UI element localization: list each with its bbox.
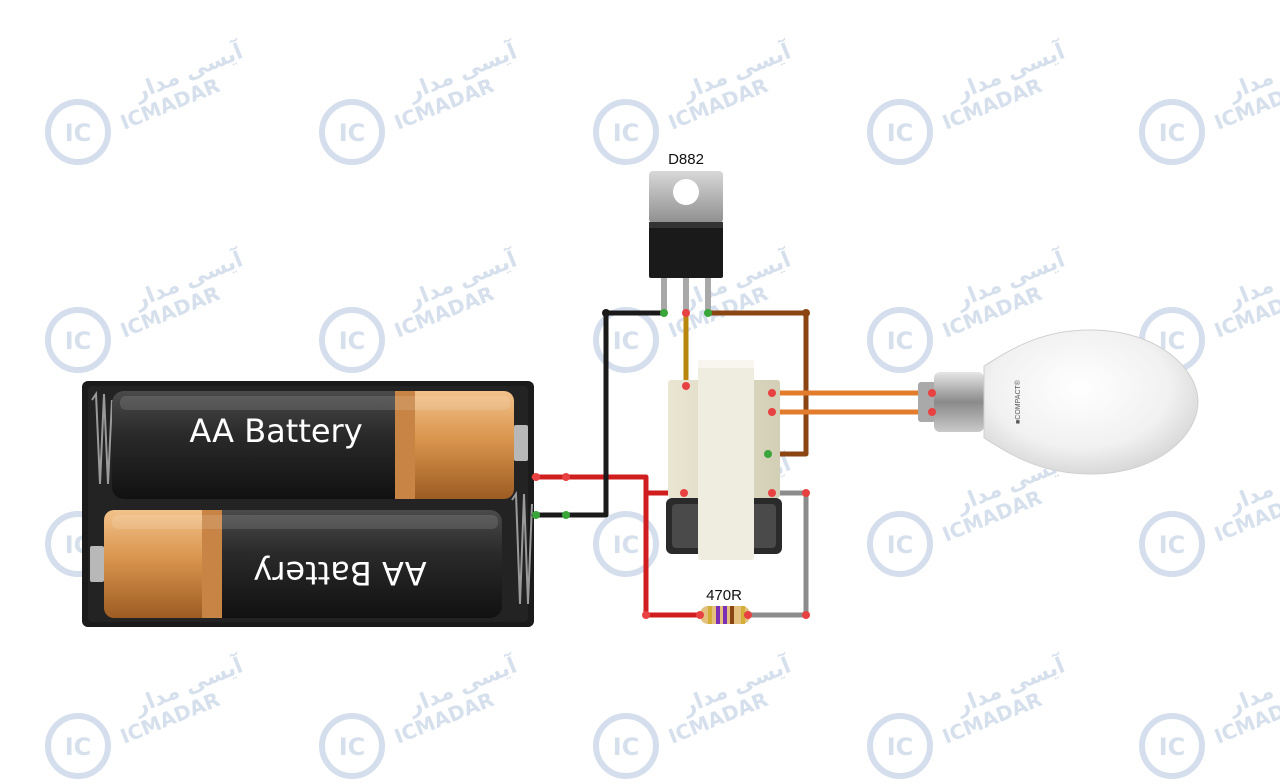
battery-bottom: AA Battery	[90, 510, 502, 618]
watermark-logo-letters: IC	[613, 327, 640, 355]
watermark-logo-ring	[319, 99, 385, 165]
watermark-logo-ring	[593, 99, 659, 165]
watermark-logo-ring	[867, 99, 933, 165]
watermark-logo-letters: IC	[1159, 733, 1186, 761]
spring-right-bottom	[511, 490, 533, 605]
watermark-logo-letters: IC	[887, 119, 914, 147]
wire-node	[602, 309, 610, 317]
wire-node	[562, 473, 570, 481]
watermark-logo-letters: IC	[887, 327, 914, 355]
resistor-label: 470R	[706, 587, 742, 604]
watermark-logo-ring	[867, 307, 933, 373]
wire-node	[768, 389, 776, 397]
wire-node	[680, 489, 688, 497]
ferrite-transformer	[666, 360, 782, 560]
wire-node	[768, 408, 776, 416]
transistor-label: D882	[668, 151, 704, 168]
resistor-470r: 470R	[700, 587, 750, 624]
wire-node	[532, 511, 540, 519]
watermark-logo-letters: IC	[613, 119, 640, 147]
watermark-logo-ring	[45, 307, 111, 373]
watermark-logo-letters: IC	[613, 733, 640, 761]
watermark-logo-ring	[45, 713, 111, 779]
watermark-logo-letters: IC	[65, 733, 92, 761]
battery-bottom-label: AA Battery	[253, 554, 426, 592]
wire-battery-positive	[531, 474, 687, 496]
watermark-logo-letters: IC	[339, 733, 366, 761]
watermark-logo-letters: IC	[887, 531, 914, 559]
watermark-logo-letters: IC	[339, 119, 366, 147]
watermark-logo-ring	[319, 307, 385, 373]
watermark-logo-ring	[593, 713, 659, 779]
wire-node	[802, 489, 810, 497]
watermark-logo-letters: IC	[339, 327, 366, 355]
spring-left-top	[91, 390, 113, 485]
wire-node	[704, 309, 712, 317]
watermark-logo-letters: IC	[65, 327, 92, 355]
wire-node	[928, 389, 936, 397]
light-bulb: ■COMPACT®	[918, 329, 1199, 475]
wire-node	[660, 309, 668, 317]
watermark-logo-ring	[867, 511, 933, 577]
wire-node	[642, 611, 650, 619]
watermark-logo-letters: IC	[1159, 531, 1186, 559]
wire-node	[928, 408, 936, 416]
battery-top-label: AA Battery	[189, 412, 362, 450]
connection-nodes	[532, 309, 936, 619]
battery-holder: AA Battery AA Battery	[82, 381, 534, 627]
wire-node	[744, 611, 752, 619]
wire-feedback	[745, 490, 809, 618]
wire-collector	[705, 310, 809, 457]
wire-node	[696, 611, 704, 619]
transistor-d882: D882	[649, 151, 723, 312]
wire-node	[802, 611, 810, 619]
watermark-logo-ring	[1139, 99, 1205, 165]
wire-node	[768, 489, 776, 497]
watermark-logo-ring	[319, 713, 385, 779]
watermark-logo-ring	[45, 99, 111, 165]
wire-node	[682, 309, 690, 317]
watermark-logo-letters: IC	[887, 733, 914, 761]
watermark-logo-ring	[867, 713, 933, 779]
wire-node	[682, 382, 690, 390]
wire-node	[532, 473, 540, 481]
bulb-brand-label: ■COMPACT®	[1014, 379, 1022, 424]
watermark-logo-ring	[1139, 511, 1205, 577]
watermark-logo-ring	[593, 511, 659, 577]
watermark-logo-ring	[593, 307, 659, 373]
battery-top: AA Battery	[112, 391, 528, 499]
watermark-logo-letters: IC	[65, 119, 92, 147]
wire-node	[764, 450, 772, 458]
wire-node	[802, 309, 810, 317]
wire-node	[562, 511, 570, 519]
watermark-logo-letters: IC	[613, 531, 640, 559]
watermark-logo-ring	[1139, 713, 1205, 779]
watermark-logo-letters: IC	[1159, 119, 1186, 147]
